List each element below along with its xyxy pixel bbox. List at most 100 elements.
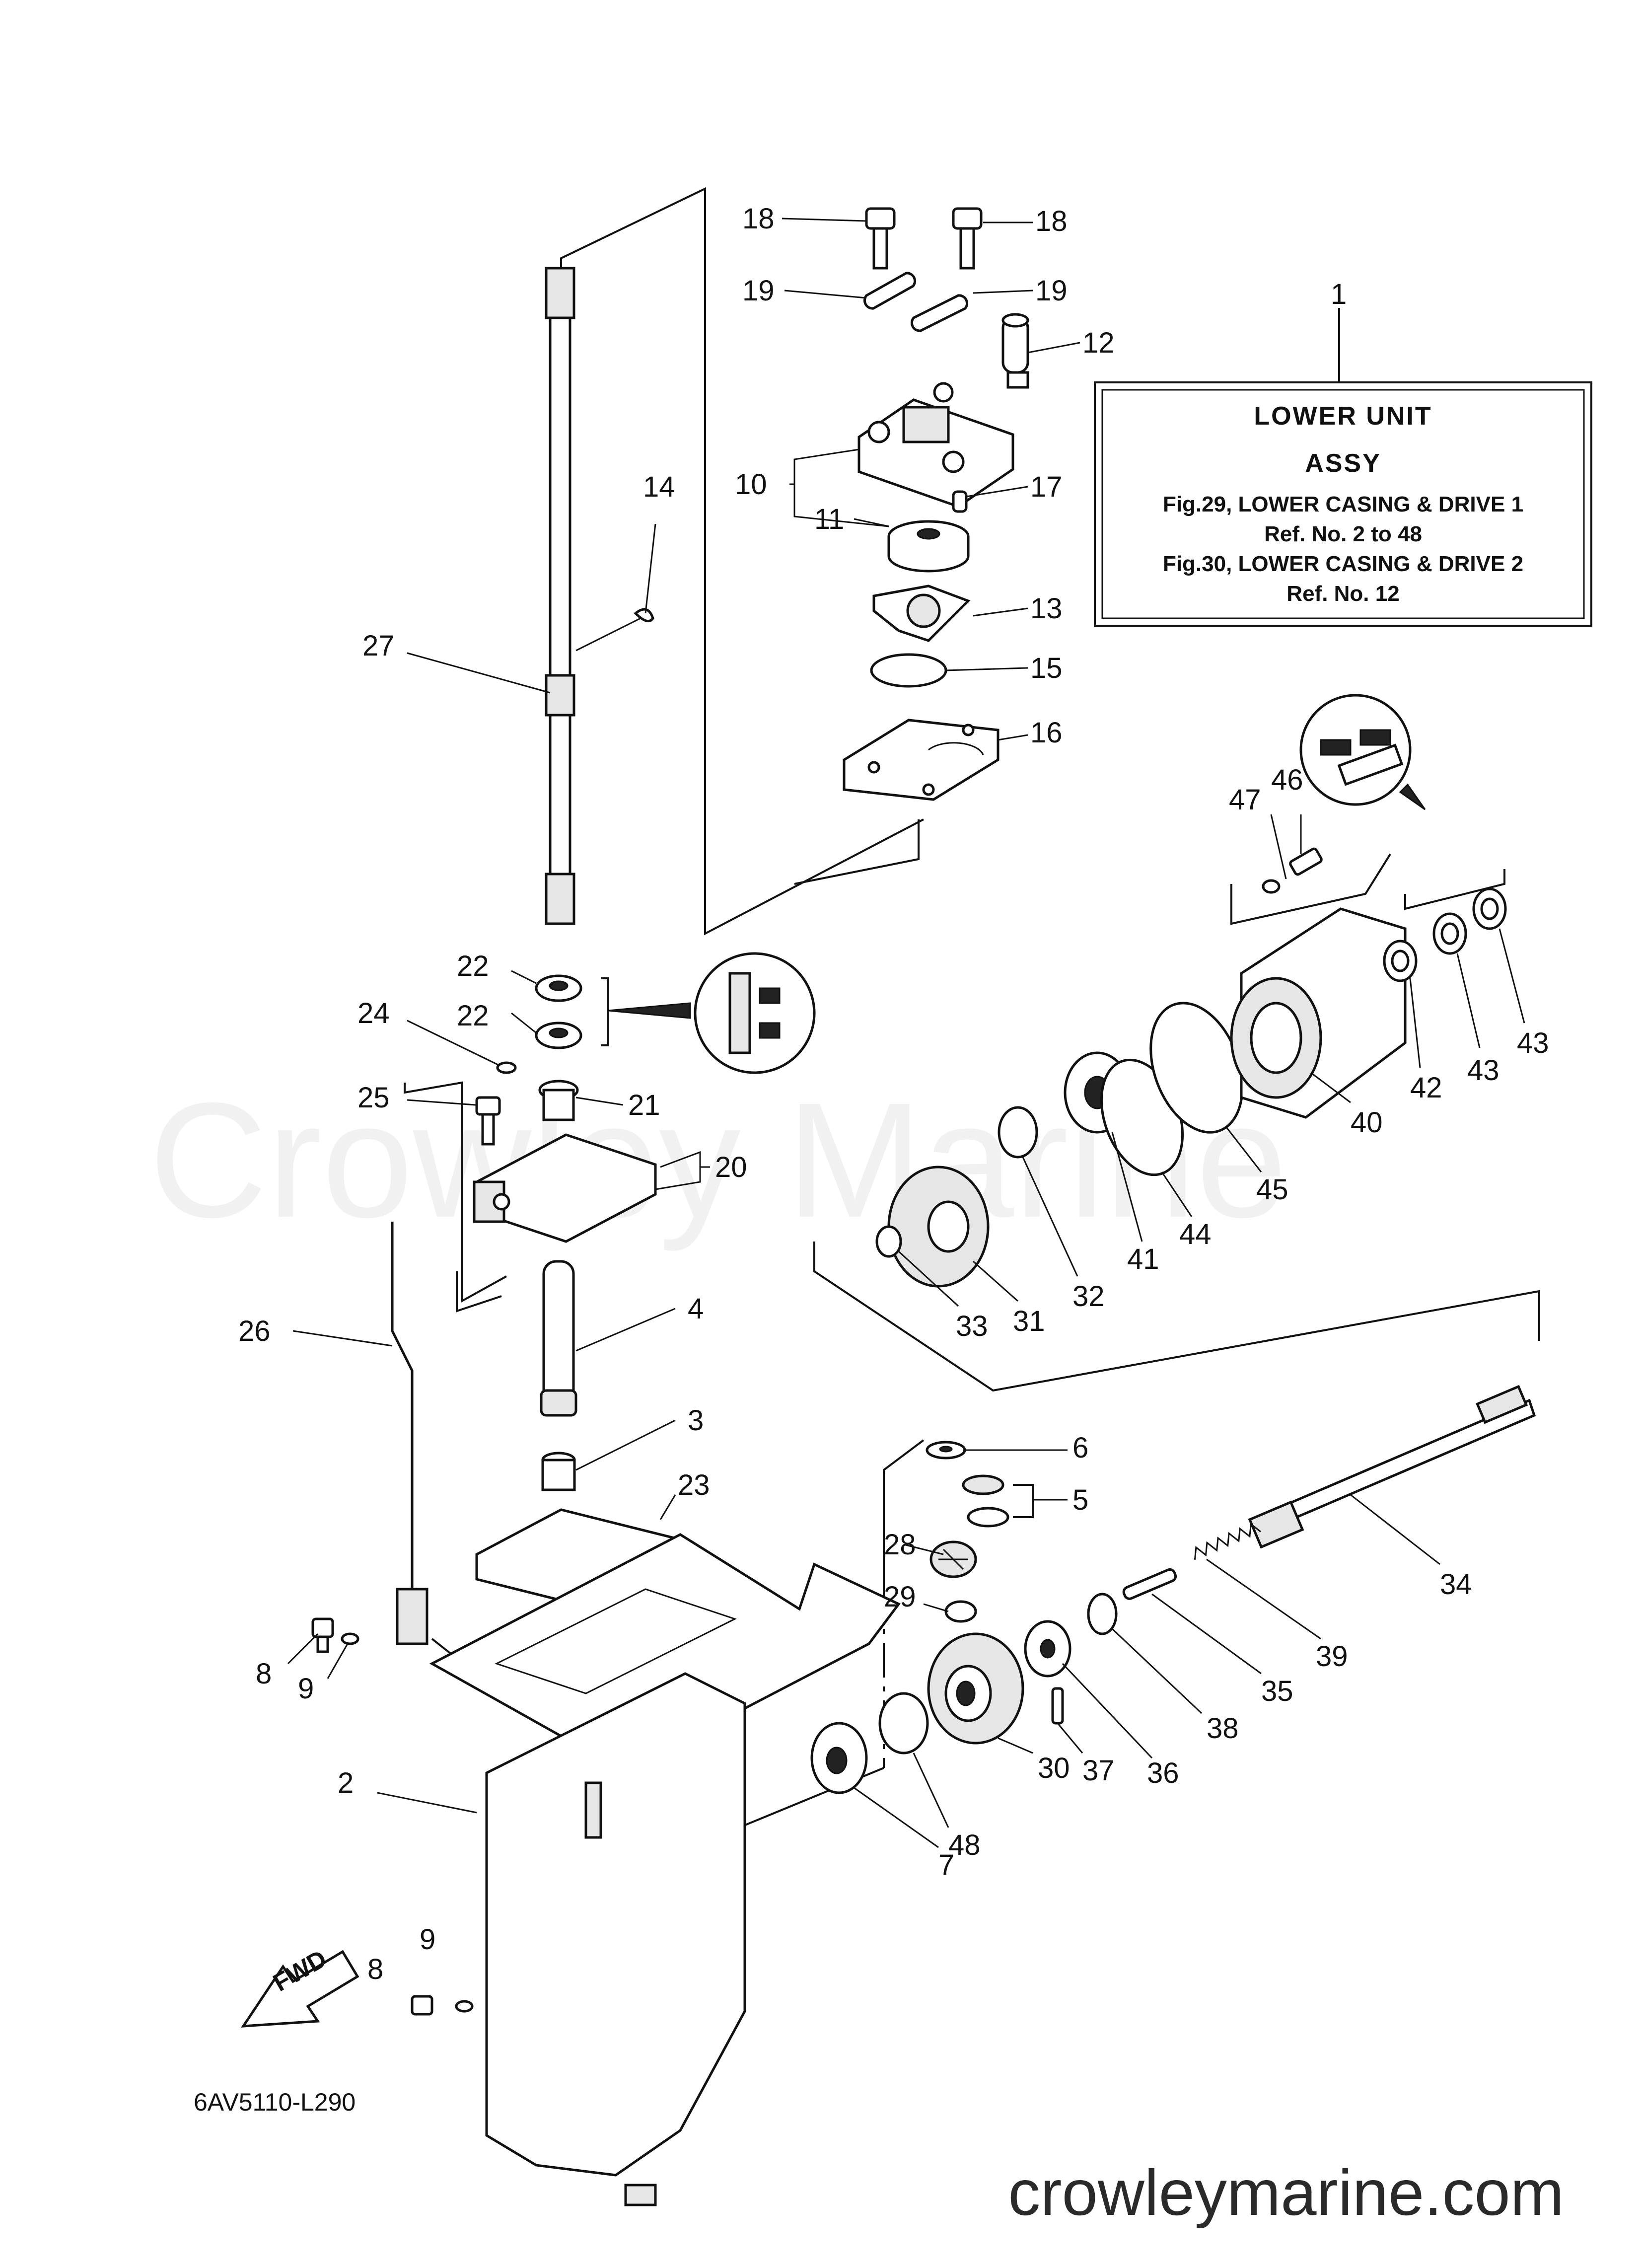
callout-32: 32 (1072, 1280, 1105, 1313)
callout-45: 45 (1256, 1173, 1288, 1206)
tube-part (540, 1260, 577, 1417)
bolt-part-right (952, 207, 983, 270)
callout-42: 42 (1410, 1072, 1442, 1104)
bearing-bracket (601, 977, 609, 1046)
bolt-part-left (865, 207, 896, 270)
callout-17: 17 (1030, 471, 1063, 503)
thrust-washer-part (967, 1507, 1009, 1528)
dog-clutch-part (1024, 1620, 1071, 1678)
seal-part-43-b (1472, 887, 1507, 930)
callout-15: 15 (1030, 652, 1063, 684)
pump-housing-part (857, 382, 1014, 508)
callout-35: 35 (1261, 1675, 1293, 1707)
callout-16: 16 (1030, 717, 1063, 749)
bolt-part-46 (1289, 847, 1323, 876)
plate-part-right (910, 294, 969, 332)
callout-23: 23 (678, 1469, 710, 1501)
forward-gear-part (927, 1632, 1024, 1745)
info-line-2: Ref. No. 2 to 48 (1264, 522, 1422, 546)
callout-43-right: 43 (1517, 1027, 1549, 1059)
callout-30: 30 (1038, 1752, 1070, 1784)
bolt-part-8-lower (411, 1995, 433, 2016)
callout-5: 5 (1072, 1484, 1088, 1516)
info-line-4: Ref. No. 12 (1286, 582, 1399, 606)
callout-20: 20 (715, 1151, 747, 1183)
callout-36: 36 (1147, 1757, 1179, 1789)
drive-shaft-part (545, 267, 575, 925)
callout-14: 14 (643, 471, 675, 503)
info-title-2: ASSY (1305, 449, 1381, 478)
pin-part (1051, 1687, 1064, 1725)
callout-18-right: 18 (1035, 205, 1068, 237)
water-tube-part (1001, 313, 1029, 389)
callout-43-left: 43 (1467, 1054, 1499, 1087)
callout-47: 47 (1229, 784, 1261, 816)
circlip-part (1087, 1593, 1118, 1635)
info-title-1: LOWER UNIT (1254, 402, 1432, 431)
callout-2: 2 (338, 1767, 354, 1799)
washer-part-6 (926, 1441, 966, 1460)
callout-6: 6 (1072, 1432, 1088, 1464)
thrust-bracket (1013, 1484, 1034, 1518)
leader-lines (287, 218, 1525, 1848)
bolt-part-25 (475, 1096, 501, 1146)
collar-part-3 (541, 1452, 576, 1491)
footer-url: crowleymarine.com (1008, 2156, 1564, 2229)
callout-22-lower: 22 (457, 1000, 489, 1032)
callout-44: 44 (1179, 1218, 1212, 1250)
circlip-part-33 (875, 1225, 902, 1258)
callout-3: 3 (688, 1404, 704, 1437)
callout-48: 48 (948, 1829, 981, 1861)
callout-18-left: 18 (742, 203, 775, 235)
small-o-ring-part (496, 1061, 517, 1074)
callout-9-lower: 9 (420, 1923, 435, 1956)
callout-13: 13 (1030, 592, 1063, 625)
callout-27: 27 (362, 630, 395, 662)
dowel-pin-part (952, 490, 968, 513)
callout-7: 7 (938, 1849, 954, 1881)
sealant-pointer (1399, 783, 1426, 810)
grease-pointer (608, 1002, 691, 1019)
callout-29: 29 (884, 1581, 916, 1613)
grease-detail-circle (694, 952, 816, 1074)
outer-plate-part (843, 719, 999, 801)
callout-11: 11 (814, 503, 844, 535)
plate-part-left (863, 272, 917, 310)
plunger-part (1122, 1568, 1177, 1600)
thrust-bearing-part (962, 1474, 1004, 1495)
seal-part-43-a (1432, 912, 1467, 955)
key-part (634, 608, 654, 623)
callout-21: 21 (628, 1089, 660, 1121)
sealant-detail-circle (1299, 694, 1412, 806)
callout-34: 34 (1440, 1568, 1472, 1601)
callout-4: 4 (688, 1293, 704, 1325)
callout-28: 28 (884, 1529, 916, 1561)
bearing-part-lower (535, 1022, 582, 1049)
callout-39: 39 (1316, 1640, 1348, 1673)
forward-direction-arrow: FWD (241, 1944, 359, 2028)
propeller-shaft-part (1248, 1385, 1536, 1549)
shim-part-32 (998, 1106, 1038, 1159)
info-line-1: Fig.29, LOWER CASING & DRIVE 1 (1163, 492, 1523, 516)
cartridge-part (887, 520, 970, 573)
spring-part (1194, 1523, 1261, 1560)
callout-19-left: 19 (742, 275, 775, 307)
bolt-part-8-upper (311, 1617, 334, 1653)
nut-part (944, 1600, 977, 1623)
callout-25: 25 (357, 1082, 390, 1114)
callout-33: 33 (956, 1310, 988, 1342)
callout-labels: 18 18 19 19 12 10 11 17 13 15 16 14 27 2… (238, 203, 1549, 1985)
bearing-housing-part (1230, 907, 1407, 1119)
shift-rod-part (391, 1222, 428, 1645)
callout-40: 40 (1351, 1106, 1383, 1139)
drawing-code: 6AV5110-L290 (194, 2088, 356, 2116)
bearing-part-7 (810, 1722, 868, 1794)
callout-41: 41 (1127, 1243, 1159, 1275)
collar-part (538, 1080, 579, 1121)
callout-19-right: 19 (1035, 275, 1068, 307)
callout-9-upper: 9 (298, 1673, 314, 1705)
washer-part-9-lower (455, 2000, 474, 2013)
reverse-gear-part (887, 1166, 990, 1288)
callout-12: 12 (1082, 327, 1115, 359)
